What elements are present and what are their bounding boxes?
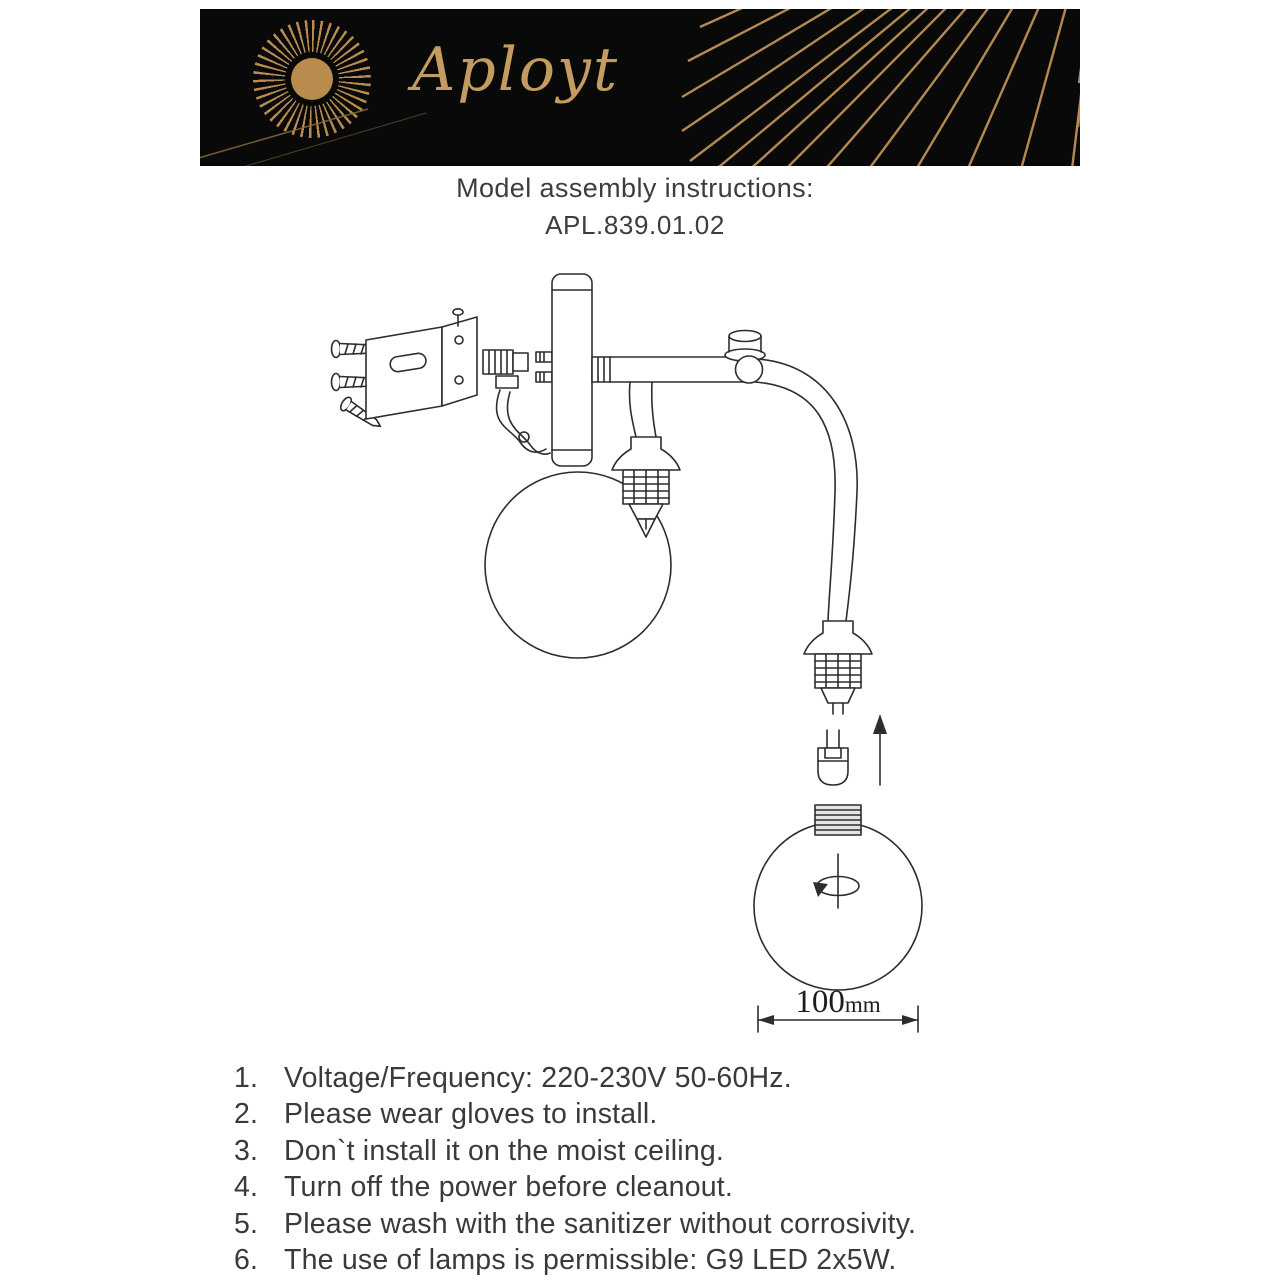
right-socket bbox=[803, 620, 873, 715]
dimension-unit: mm bbox=[844, 992, 881, 1017]
list-item: 3. Don`t install it on the moist ceiling… bbox=[234, 1135, 1174, 1171]
dimension-line bbox=[757, 1005, 919, 1033]
item-text: Don`t install it on the moist ceiling. bbox=[284, 1134, 725, 1167]
dimension-label: 100mm bbox=[758, 984, 918, 1021]
item-text: The use of lamps is permissible: G9 LED … bbox=[284, 1243, 897, 1276]
list-item: 4. Turn off the power before cleanout. bbox=[234, 1171, 1174, 1207]
sunburst-core bbox=[291, 58, 333, 100]
page-title: Model assembly instructions: bbox=[456, 173, 814, 203]
assembly-diagram bbox=[330, 273, 923, 1033]
dimension-value: 100 bbox=[795, 984, 845, 1020]
left-socket bbox=[611, 436, 681, 538]
item-number: 2. bbox=[234, 1098, 259, 1131]
left-shade bbox=[484, 471, 672, 659]
list-item: 2. Please wear gloves to install. bbox=[234, 1098, 1174, 1134]
gold-accent-lines-icon bbox=[200, 108, 427, 166]
item-number: 1. bbox=[234, 1062, 259, 1094]
item-number: 6. bbox=[234, 1243, 259, 1276]
mounting-bracket bbox=[330, 307, 529, 428]
glass-globe bbox=[753, 804, 923, 991]
instruction-list: 1. Voltage/Frequency: 220-230V 50-60Hz. … bbox=[234, 1062, 1174, 1280]
model-number: APL.839.01.02 bbox=[545, 210, 725, 240]
item-number: 4. bbox=[234, 1171, 259, 1204]
sunburst-logo-icon bbox=[253, 20, 371, 138]
g9-bulb bbox=[817, 714, 887, 786]
list-item: 1. Voltage/Frequency: 220-230V 50-60Hz. bbox=[234, 1062, 1174, 1098]
item-text: Turn off the power before cleanout. bbox=[284, 1171, 734, 1204]
gold-ray-fan-icon bbox=[681, 9, 1080, 166]
wires bbox=[495, 389, 551, 455]
brand-banner: Aployt bbox=[200, 9, 1080, 166]
item-text: Please wash with the sanitizer without c… bbox=[284, 1207, 917, 1240]
item-number: 5. bbox=[234, 1207, 259, 1240]
item-text: Please wear gloves to install. bbox=[284, 1098, 658, 1131]
item-text: Voltage/Frequency: 220-230V 50-60Hz. bbox=[284, 1062, 792, 1094]
title-block: Model assembly instructions: APL.839.01.… bbox=[0, 173, 1270, 241]
list-item: 5. Please wash with the sanitizer withou… bbox=[234, 1208, 1174, 1244]
lamp-arm bbox=[591, 329, 858, 622]
item-number: 3. bbox=[234, 1134, 259, 1167]
wall-plate bbox=[535, 273, 593, 467]
brand-name: Aployt bbox=[412, 35, 620, 105]
list-item: 6. The use of lamps is permissible: G9 L… bbox=[234, 1244, 1174, 1280]
